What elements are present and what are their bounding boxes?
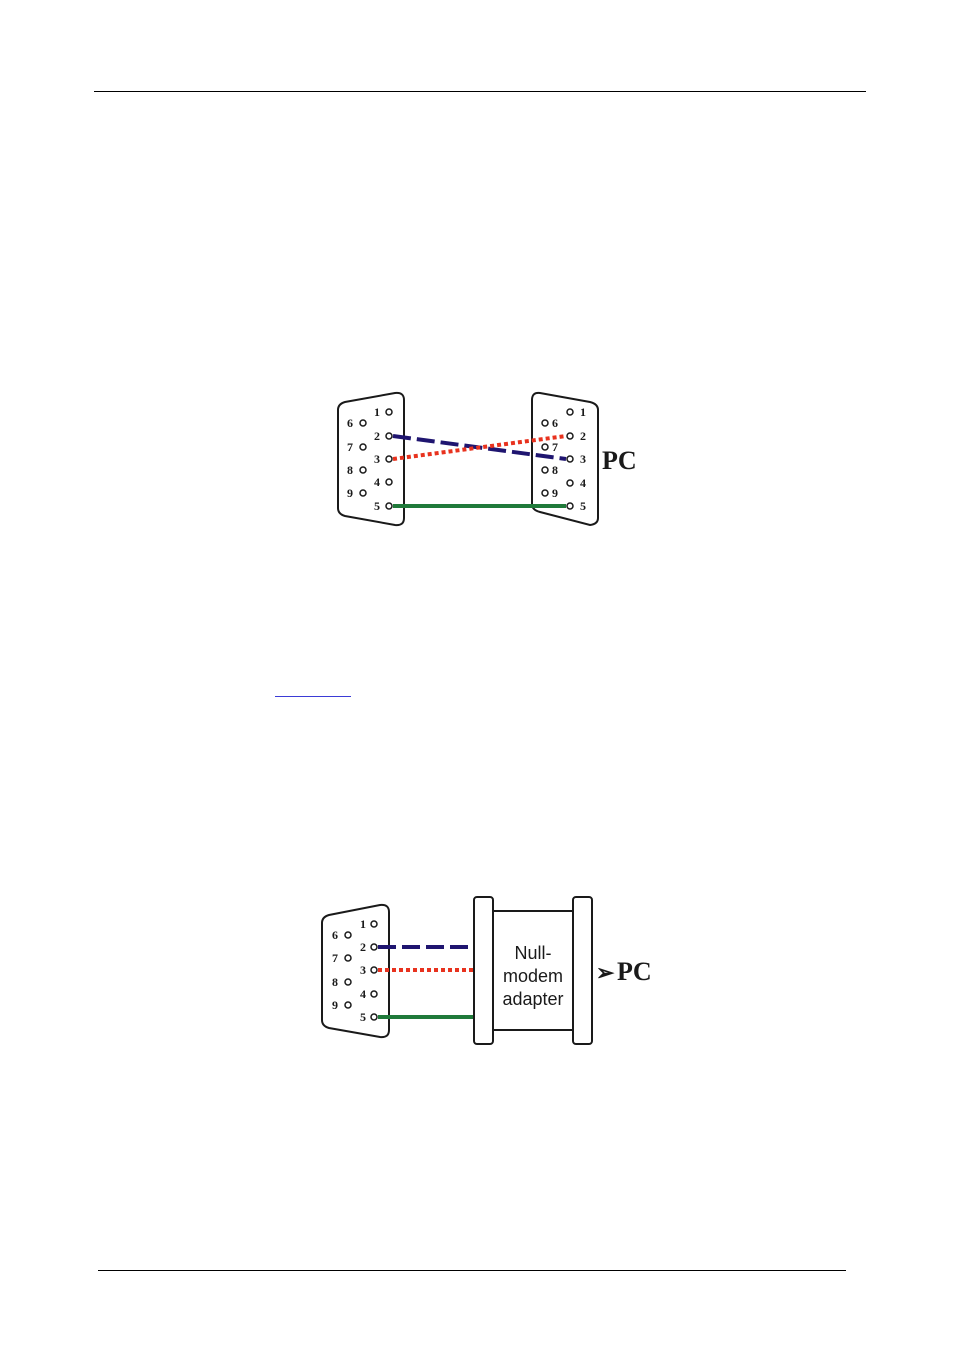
left-pin-3 xyxy=(386,456,392,462)
right-pin-label: 9 xyxy=(552,486,558,500)
left-pin-4 xyxy=(371,991,377,997)
left-pin-label: 4 xyxy=(360,987,366,1001)
left-pin-9 xyxy=(345,1002,351,1008)
right-pin-2 xyxy=(567,433,573,439)
right-pin-label: 3 xyxy=(580,452,586,466)
adapter-right-flange xyxy=(573,897,592,1044)
pc-label: PC xyxy=(617,957,652,986)
right-pin-label: 1 xyxy=(580,405,586,419)
right-pin-3 xyxy=(567,456,573,462)
left-pin-1 xyxy=(386,409,392,415)
left-pin-7 xyxy=(345,955,351,961)
left-pin-2 xyxy=(386,433,392,439)
left-pin-label: 3 xyxy=(360,963,366,977)
right-pin-7 xyxy=(542,444,548,450)
right-pin-9 xyxy=(542,490,548,496)
left-pin-label: 6 xyxy=(332,928,338,942)
left-pin-3 xyxy=(371,967,377,973)
left-pin-2 xyxy=(371,944,377,950)
adapter-label-line: adapter xyxy=(502,989,563,1009)
arrow-icon: ➢ xyxy=(596,960,615,985)
pc-label: PC xyxy=(602,446,637,475)
left-pin-8 xyxy=(360,467,366,473)
link-underline[interactable] xyxy=(275,696,351,697)
right-pin-label: 7 xyxy=(552,440,558,454)
left-pin-label: 2 xyxy=(360,940,366,954)
left-pin-6 xyxy=(345,932,351,938)
adapter-label-line: modem xyxy=(503,966,563,986)
left-pin-label: 9 xyxy=(332,998,338,1012)
null-modem-adapter-diagram: 1 2 3 4 5 6 7 8 9 Null- modem adapter ➢ … xyxy=(0,890,953,1060)
left-pin-label: 6 xyxy=(347,416,353,430)
left-pin-label: 5 xyxy=(360,1010,366,1024)
right-pin-label: 4 xyxy=(580,476,586,490)
left-pin-label: 8 xyxy=(332,975,338,989)
right-pin-label: 8 xyxy=(552,463,558,477)
left-pin-label: 8 xyxy=(347,463,353,477)
left-pin-label: 9 xyxy=(347,486,353,500)
right-pin-5 xyxy=(567,503,573,509)
null-modem-adapter: Null- modem adapter xyxy=(474,897,592,1044)
left-pin-label: 1 xyxy=(360,917,366,931)
footer-rule xyxy=(98,1270,846,1271)
left-pin-label: 7 xyxy=(347,440,353,454)
right-pin-label: 6 xyxy=(552,416,558,430)
adapter-left-flange xyxy=(474,897,493,1044)
right-pin-4 xyxy=(567,480,573,486)
right-pin-1 xyxy=(567,409,573,415)
left-pin-6 xyxy=(360,420,366,426)
right-pin-label: 5 xyxy=(580,499,586,513)
left-pin-label: 3 xyxy=(374,452,380,466)
left-pin-label: 5 xyxy=(374,499,380,513)
left-pin-1 xyxy=(371,921,377,927)
crossed-cable-diagram: 1 2 3 4 5 6 7 8 9 1 2 3 4 5 6 7 8 xyxy=(0,380,953,540)
left-pin-8 xyxy=(345,979,351,985)
right-pin-label: 2 xyxy=(580,429,586,443)
adapter-label-line: Null- xyxy=(514,943,551,963)
right-pin-8 xyxy=(542,467,548,473)
left-pin-7 xyxy=(360,444,366,450)
left-pin-4 xyxy=(386,479,392,485)
header-rule xyxy=(94,91,866,92)
left-pin-label: 4 xyxy=(374,475,380,489)
right-pin-6 xyxy=(542,420,548,426)
left-pin-label: 2 xyxy=(374,429,380,443)
left-pin-label: 7 xyxy=(332,951,338,965)
left-pin-5 xyxy=(371,1014,377,1020)
left-pin-label: 1 xyxy=(374,405,380,419)
left-pin-5 xyxy=(386,503,392,509)
left-pin-9 xyxy=(360,490,366,496)
